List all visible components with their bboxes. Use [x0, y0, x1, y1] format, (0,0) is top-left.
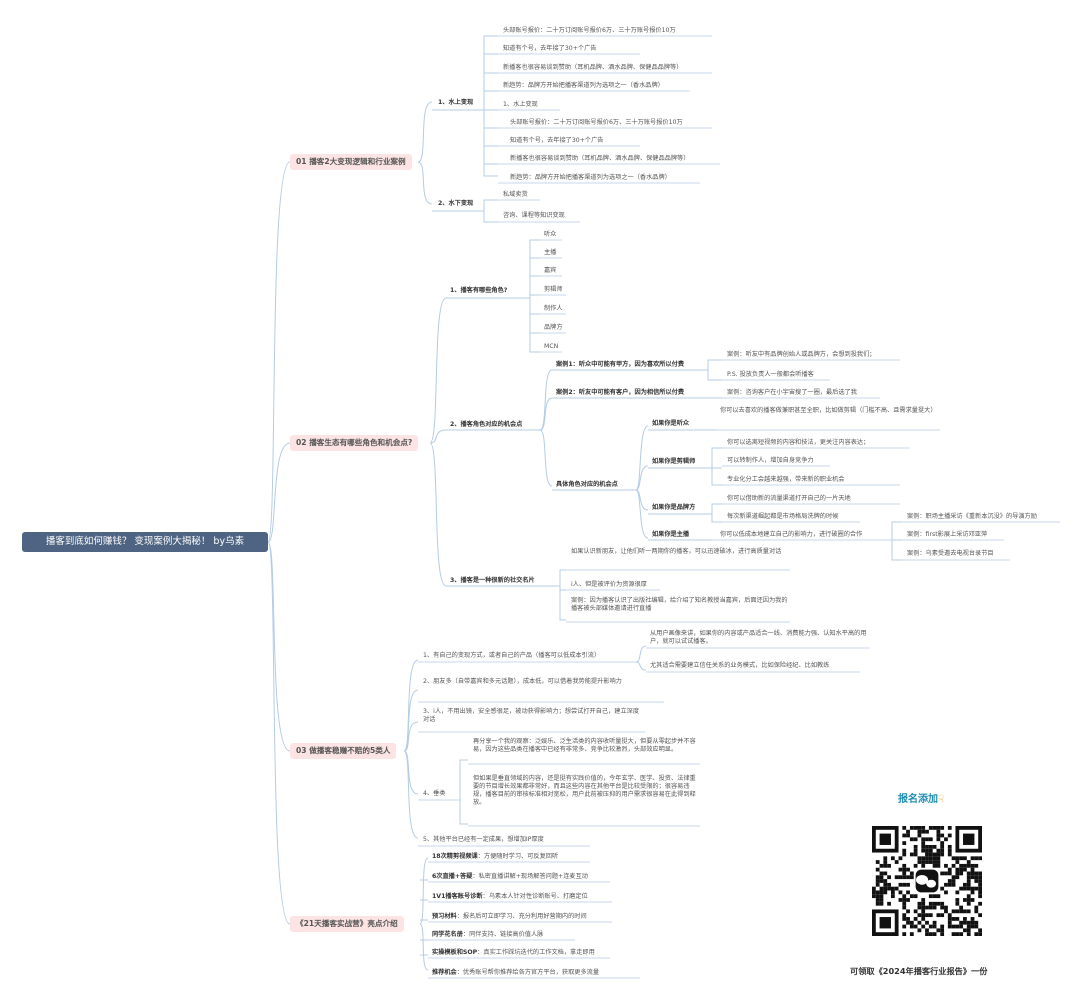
topic-01-monetization[interactable]: 01 播客2大变现逻辑和行业案例	[290, 154, 412, 170]
list-item: 知道有个号，去年接了30+个广告	[503, 45, 597, 52]
branch-roles[interactable]: 1、播客有哪些角色?	[450, 287, 508, 294]
if-editor[interactable]: 如果你是剪辑师	[652, 458, 696, 465]
branch-role-chances[interactable]: 2、播客角色对应的机会点	[450, 421, 523, 428]
branch-above-water[interactable]: 1、水上变现	[438, 99, 474, 106]
host-text: 你可以低成本地建立自己的影响力，进行破圈的合作	[720, 531, 863, 538]
topic-03-five-types[interactable]: 03 做播客稳赚不赔的5类人	[290, 743, 397, 759]
list-item: 知道有个号，去年接了30+个广告	[510, 137, 604, 144]
branch-below-water[interactable]: 2、水下变现	[438, 200, 474, 207]
list-item: 剪辑师	[544, 286, 563, 293]
list-item: i人、但是被评价为资源很厚	[571, 581, 647, 588]
branch-social-card[interactable]: 3、播客是一种很新的社交名片	[450, 577, 535, 584]
list-item: 咨询、课程等知识变现	[503, 212, 565, 219]
highlight-item: 预习材料：报名后可立即学习、充分利用好营期内的时间	[432, 913, 587, 920]
list-item: 从用户画像来讲，如果你的内容或产品适合一线、消费能力强、认知水平高的用户，就可以…	[650, 630, 867, 645]
highlight-item: 实操模板和SOP：真实工作踩坑迭代的工作文档，拿走即用	[432, 949, 595, 956]
list-item: 新趋势：品牌方开始把播客渠道列为选项之一（香水品牌）	[503, 82, 664, 89]
qr-code[interactable]	[872, 826, 982, 936]
list-item: 制作人	[544, 305, 563, 312]
list-item: 案例：听友中有品牌创始人或品牌方，会想到投我们；	[727, 351, 876, 358]
topic-21-day-camp[interactable]: 《21天播客实战营》亮点介绍	[290, 916, 404, 932]
if-host[interactable]: 如果你是主播	[652, 531, 690, 538]
list-item: 每次新渠道崛起都是市场格局洗牌的时候	[727, 513, 839, 520]
highlight-item: 1V1播客账号诊断：乌素本人针对性诊断账号、打磨定位	[432, 893, 588, 900]
list-item: 1、水上变现	[503, 101, 538, 108]
list-item: 案例：因为播客认识了出版社编辑，给介绍了知名教授当嘉宾，后面还因为我的播客被头部…	[571, 597, 788, 612]
list-item: 新趋势：品牌方开始把播客渠道列为选项之一（香水品牌）	[510, 174, 671, 181]
list-item: 可以转制作人，增加自身竞争力	[727, 457, 814, 464]
list-item: 2、朋友多（自带嘉宾和多元话题），成本低，可以借着我势能提升影响力	[423, 678, 622, 685]
list-item: 3、i人，不用出镜，安全感很足，被动获得影响力；想尝试打开自己，建立深度对话	[423, 708, 640, 723]
list-item: 品牌方	[544, 324, 563, 331]
list-item: 你可以去喜欢的播客做兼职甚至全职，比如做剪辑（门槛不高、且需求量挺大）	[720, 407, 937, 414]
list-item: 案例：first影展上采访邓亚萍	[907, 531, 988, 538]
list-item: 听众	[544, 231, 557, 238]
list-item: 新播客也很容易谈到赞助（耳机品牌、酒水品牌、保健品品牌等）	[510, 155, 690, 162]
root-topic[interactable]: 播客到底如何赚钱？ 变现案例大揭秘！ by乌素	[22, 532, 268, 552]
case-2-label[interactable]: 案例2：听友中可能有客户，因为相信所以付费	[556, 389, 685, 396]
specific-roles-label[interactable]: 具体角色对应的机会点	[556, 481, 618, 488]
case-1-label[interactable]: 案例1：听众中可能有甲方，因为喜欢所以付费	[556, 361, 685, 368]
list-item: 5、其他平台已经有一定成果，想增加IP厚度	[423, 836, 544, 843]
highlight-item: 18次精剪视频课：方便随时学习、可反复回听	[432, 853, 559, 860]
list-item: 案例：乌素受邀去电视台录节目	[907, 550, 994, 557]
highlight-item: 同学花名册：同伴支持、链接高价值人脉	[432, 931, 544, 938]
hand-pointer-icon: ☟	[938, 794, 945, 805]
list-item: 尤其适合需要建立信任关系的业务模式，比如保险经纪、比如教练	[650, 662, 830, 669]
highlight-item: 推荐机会：优秀账号帮你推荐给各方官方平台，获取更多流量	[432, 969, 600, 976]
list-item: P.S. 投放负责人一般都会听播客	[727, 371, 814, 378]
if-listener[interactable]: 如果你是听众	[652, 420, 690, 427]
list-item: 新播客也很容易谈到赞助（耳机品牌、酒水品牌、保健品品牌等）	[503, 64, 683, 71]
list-item: 如果认识新朋友，让他们听一两期你的播客，可以迅速破冰，进行高质量对话	[571, 548, 782, 555]
list-item: 私域卖货	[503, 191, 528, 198]
list-item: 专业化分工会越来越强，带来新的职业机会	[727, 476, 845, 483]
list-item: 但如果是垂直领域的内容，还是挺有实践价值的，今年玄学、医学、投资、法律重要的节目…	[473, 775, 696, 806]
if-brand[interactable]: 如果你是品牌方	[652, 504, 696, 511]
list-item: 头部账号报价：二十万订阅账号报价6万、三十万账号报价10万	[510, 119, 683, 126]
list-item: 案例：职场主播采访《重新本沉没》的导演方励	[907, 513, 1037, 520]
promo-title: 报名添加☟	[898, 794, 945, 805]
list-item: MCN	[544, 343, 559, 350]
list-item: 4、垂类	[423, 790, 446, 797]
highlight-item: 6次直播+答疑：私密直播讲解+现场解答问题+连麦互动	[432, 873, 588, 880]
topic-02-ecosystem-roles[interactable]: 02 播客生态有哪些角色和机会点?	[290, 435, 419, 451]
list-item: 案例：咨询客户在小宇宙搜了一圈，最后选了我	[727, 389, 857, 396]
promo-panel: 报名添加☟ 可领取《2024年播客行业报告》一份	[850, 790, 1020, 980]
list-item: 你可以选离短视频的内容和技法，更关注内容表达；	[727, 439, 870, 446]
list-item: 你可以借助新的流量渠道打开自己的一片天地	[727, 495, 851, 502]
list-item: 头部账号报价：二十万订阅账号报价6万、三十万账号报价10万	[503, 27, 676, 34]
list-item: 嘉宾	[544, 267, 557, 274]
promo-caption: 可领取《2024年播客行业报告》一份	[850, 966, 988, 976]
list-item: 再分享一个我的观察：泛娱乐、泛生活类的内容收听量挺大，但要从零起步并不容易，因为…	[473, 738, 696, 753]
list-item: 主播	[544, 249, 557, 256]
list-item: 1、有自己的变现方式，或者自己的产品（播客可以低成本引流）	[423, 652, 601, 659]
